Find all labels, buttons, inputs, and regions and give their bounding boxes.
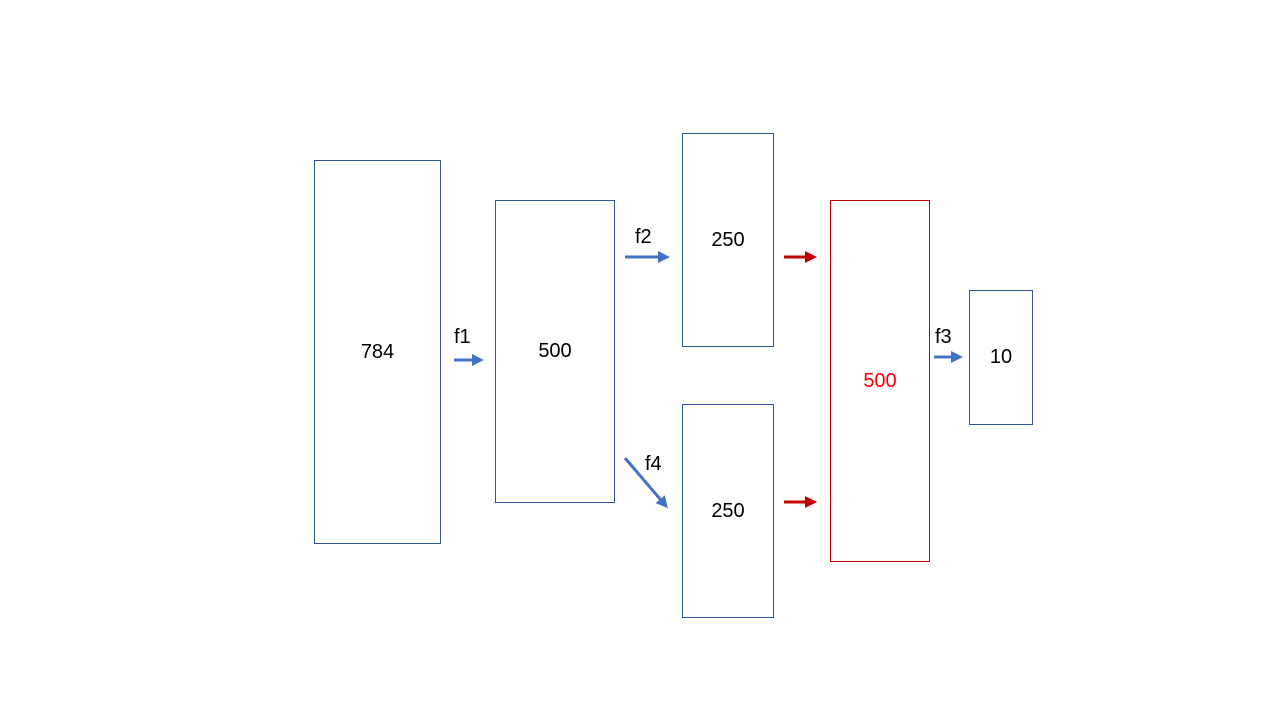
layer-box-output: 10	[969, 290, 1033, 425]
layer-box-branch-top: 250	[682, 133, 774, 347]
layer-size-label: 250	[711, 228, 745, 251]
layer-box-merged: 500	[830, 200, 930, 562]
f4-arrow	[623, 457, 668, 509]
f2-label: f2	[635, 226, 652, 248]
layer-size-label: 500	[863, 369, 897, 392]
layer-box-branch-bottom: 250	[682, 404, 774, 618]
f1-label: f1	[454, 326, 471, 348]
layer-box-input: 784	[314, 160, 441, 544]
layer-box-hidden1: 500	[495, 200, 615, 503]
f3-label: f3	[935, 326, 952, 348]
layer-size-label: 10	[989, 346, 1013, 368]
layer-size-label: 784	[360, 340, 395, 363]
layer-size-label: 250	[711, 499, 745, 522]
layer-size-label: 500	[538, 340, 572, 362]
f4-label: f4	[645, 453, 662, 475]
